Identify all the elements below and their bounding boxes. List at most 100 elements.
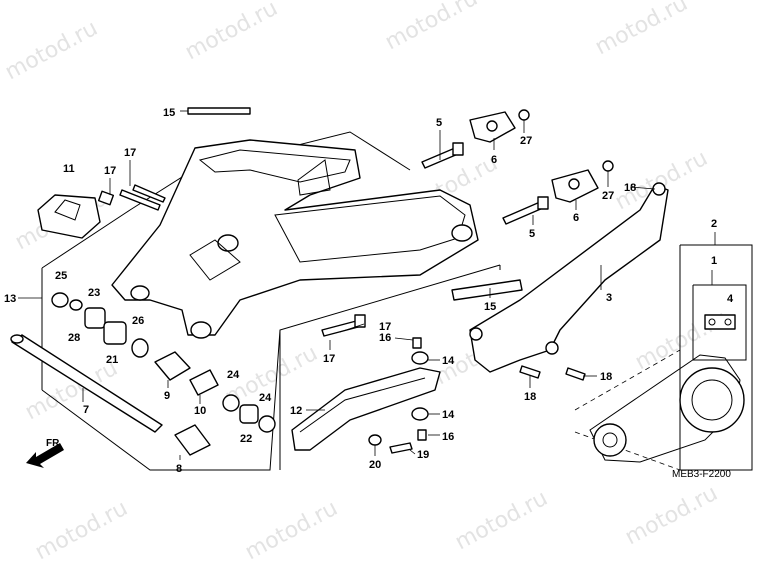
swingarm-body (111, 139, 479, 336)
watermark: motod.ru (181, 0, 282, 65)
swingarm-upper-rail (198, 149, 351, 183)
watermark: motod.ru (381, 0, 482, 55)
part-label-21: 21 (106, 354, 118, 366)
part-14-collar (411, 351, 429, 365)
leader-19 (409, 449, 416, 455)
part-7-axle-end (10, 334, 24, 344)
part-label-27: 27 (520, 135, 532, 147)
part-label-2: 2 (711, 218, 717, 230)
part-label-17: 17 (379, 321, 391, 333)
watermark: motod.ru (621, 481, 722, 550)
part-18-bolt (565, 367, 586, 381)
watermark: motod.ru (451, 486, 552, 555)
part-24-seal (258, 415, 276, 433)
drive-sprocket-hub (602, 432, 618, 448)
part-label-16: 16 (442, 431, 454, 443)
part-label-12: 12 (290, 405, 302, 417)
part-12-groove (299, 377, 426, 433)
part-18-bolt (519, 365, 541, 379)
part-3-chain-guard (469, 184, 669, 373)
frame-master-link (692, 284, 747, 361)
part-6-hole (568, 178, 580, 190)
part-14-collar (411, 407, 429, 421)
part-19-bolt (389, 442, 413, 454)
watermark-layer: motod.ru motod.ru motod.ru motod.ru moto… (1, 0, 732, 565)
frame-chain-kit (679, 244, 753, 471)
part-label-22: 22 (240, 433, 252, 445)
driven-sprocket-hub (691, 379, 733, 421)
part-17-bolt-head (354, 314, 366, 328)
part-9-collar (154, 351, 191, 381)
part-label-23: 23 (88, 287, 100, 299)
part-labels: 1 2 3 4 5 5 6 6 7 8 9 10 11 12 13 14 14 … (4, 107, 734, 475)
part-label-24: 24 (227, 369, 240, 381)
part-27-nut (602, 160, 614, 172)
part-label-4: 4 (727, 293, 734, 305)
swingarm-bracket (189, 239, 241, 281)
component-parts (10, 107, 745, 463)
part-label-14: 14 (442, 355, 455, 367)
swingarm (111, 139, 479, 339)
part-4-pin (724, 318, 732, 326)
diagram-code: MEB3-F2200 (672, 469, 731, 480)
part-label-25: 25 (55, 270, 67, 282)
part-label-13: 13 (4, 293, 16, 305)
part-3-mount (469, 327, 483, 341)
part-15-sticker (451, 279, 523, 301)
part-label-7: 7 (83, 404, 89, 416)
part-20-washer (368, 434, 382, 446)
part-24-seal (222, 394, 240, 412)
leader-18 (629, 186, 656, 190)
part-label-6: 6 (573, 212, 579, 224)
arrow-icon (26, 443, 64, 468)
part-label-11: 11 (63, 163, 75, 175)
part-15-sticker (187, 107, 251, 115)
part-label-17: 17 (323, 353, 335, 365)
front-direction-arrow: FR (26, 438, 64, 468)
part-4-master-link (704, 314, 736, 330)
part-6-hole (486, 120, 498, 132)
dashed-chain-line (574, 431, 681, 471)
part-11-slot (54, 199, 81, 221)
leader-16 (394, 337, 414, 341)
part-label-14: 14 (442, 409, 455, 421)
part-label-26: 26 (132, 315, 144, 327)
part-label-6: 6 (491, 154, 497, 166)
part-label-5: 5 (436, 117, 442, 129)
part-16-screw (412, 337, 422, 349)
part-label-17: 17 (104, 165, 116, 177)
part-16-screw (417, 429, 427, 441)
part-5-bolt (502, 201, 544, 225)
part-5-bolt-head (537, 196, 549, 210)
part-3-mount (545, 341, 559, 355)
part-12-chain-slider (291, 367, 441, 451)
pivot-boss (217, 234, 239, 252)
part-8-bushing (174, 424, 211, 456)
part-label-8: 8 (176, 463, 182, 475)
pivot-boss (130, 285, 150, 301)
part-28-ring (69, 299, 83, 311)
part-label-15: 15 (484, 301, 496, 313)
part-label-20: 20 (369, 459, 381, 471)
part-label-17: 17 (124, 147, 136, 159)
frame-bottom (41, 264, 501, 471)
direction-label: FR (46, 438, 60, 449)
watermark: motod.ru (31, 496, 132, 565)
part-label-10: 10 (194, 405, 206, 417)
dashed-chain-line (574, 349, 681, 411)
part-label-19: 19 (417, 449, 429, 461)
watermark: motod.ru (1, 16, 102, 85)
drive-sprocket (593, 423, 627, 457)
part-label-18: 18 (624, 182, 636, 194)
part-label-18: 18 (600, 371, 612, 383)
part-label-24: 24 (259, 392, 272, 404)
part-26-seal (131, 338, 149, 358)
part-22-bearing (239, 404, 259, 424)
pivot-boss (190, 321, 212, 339)
part-label-18: 18 (524, 391, 536, 403)
part-label-5: 5 (529, 228, 535, 240)
part-label-16: 16 (379, 332, 391, 344)
part-label-9: 9 (164, 390, 170, 402)
